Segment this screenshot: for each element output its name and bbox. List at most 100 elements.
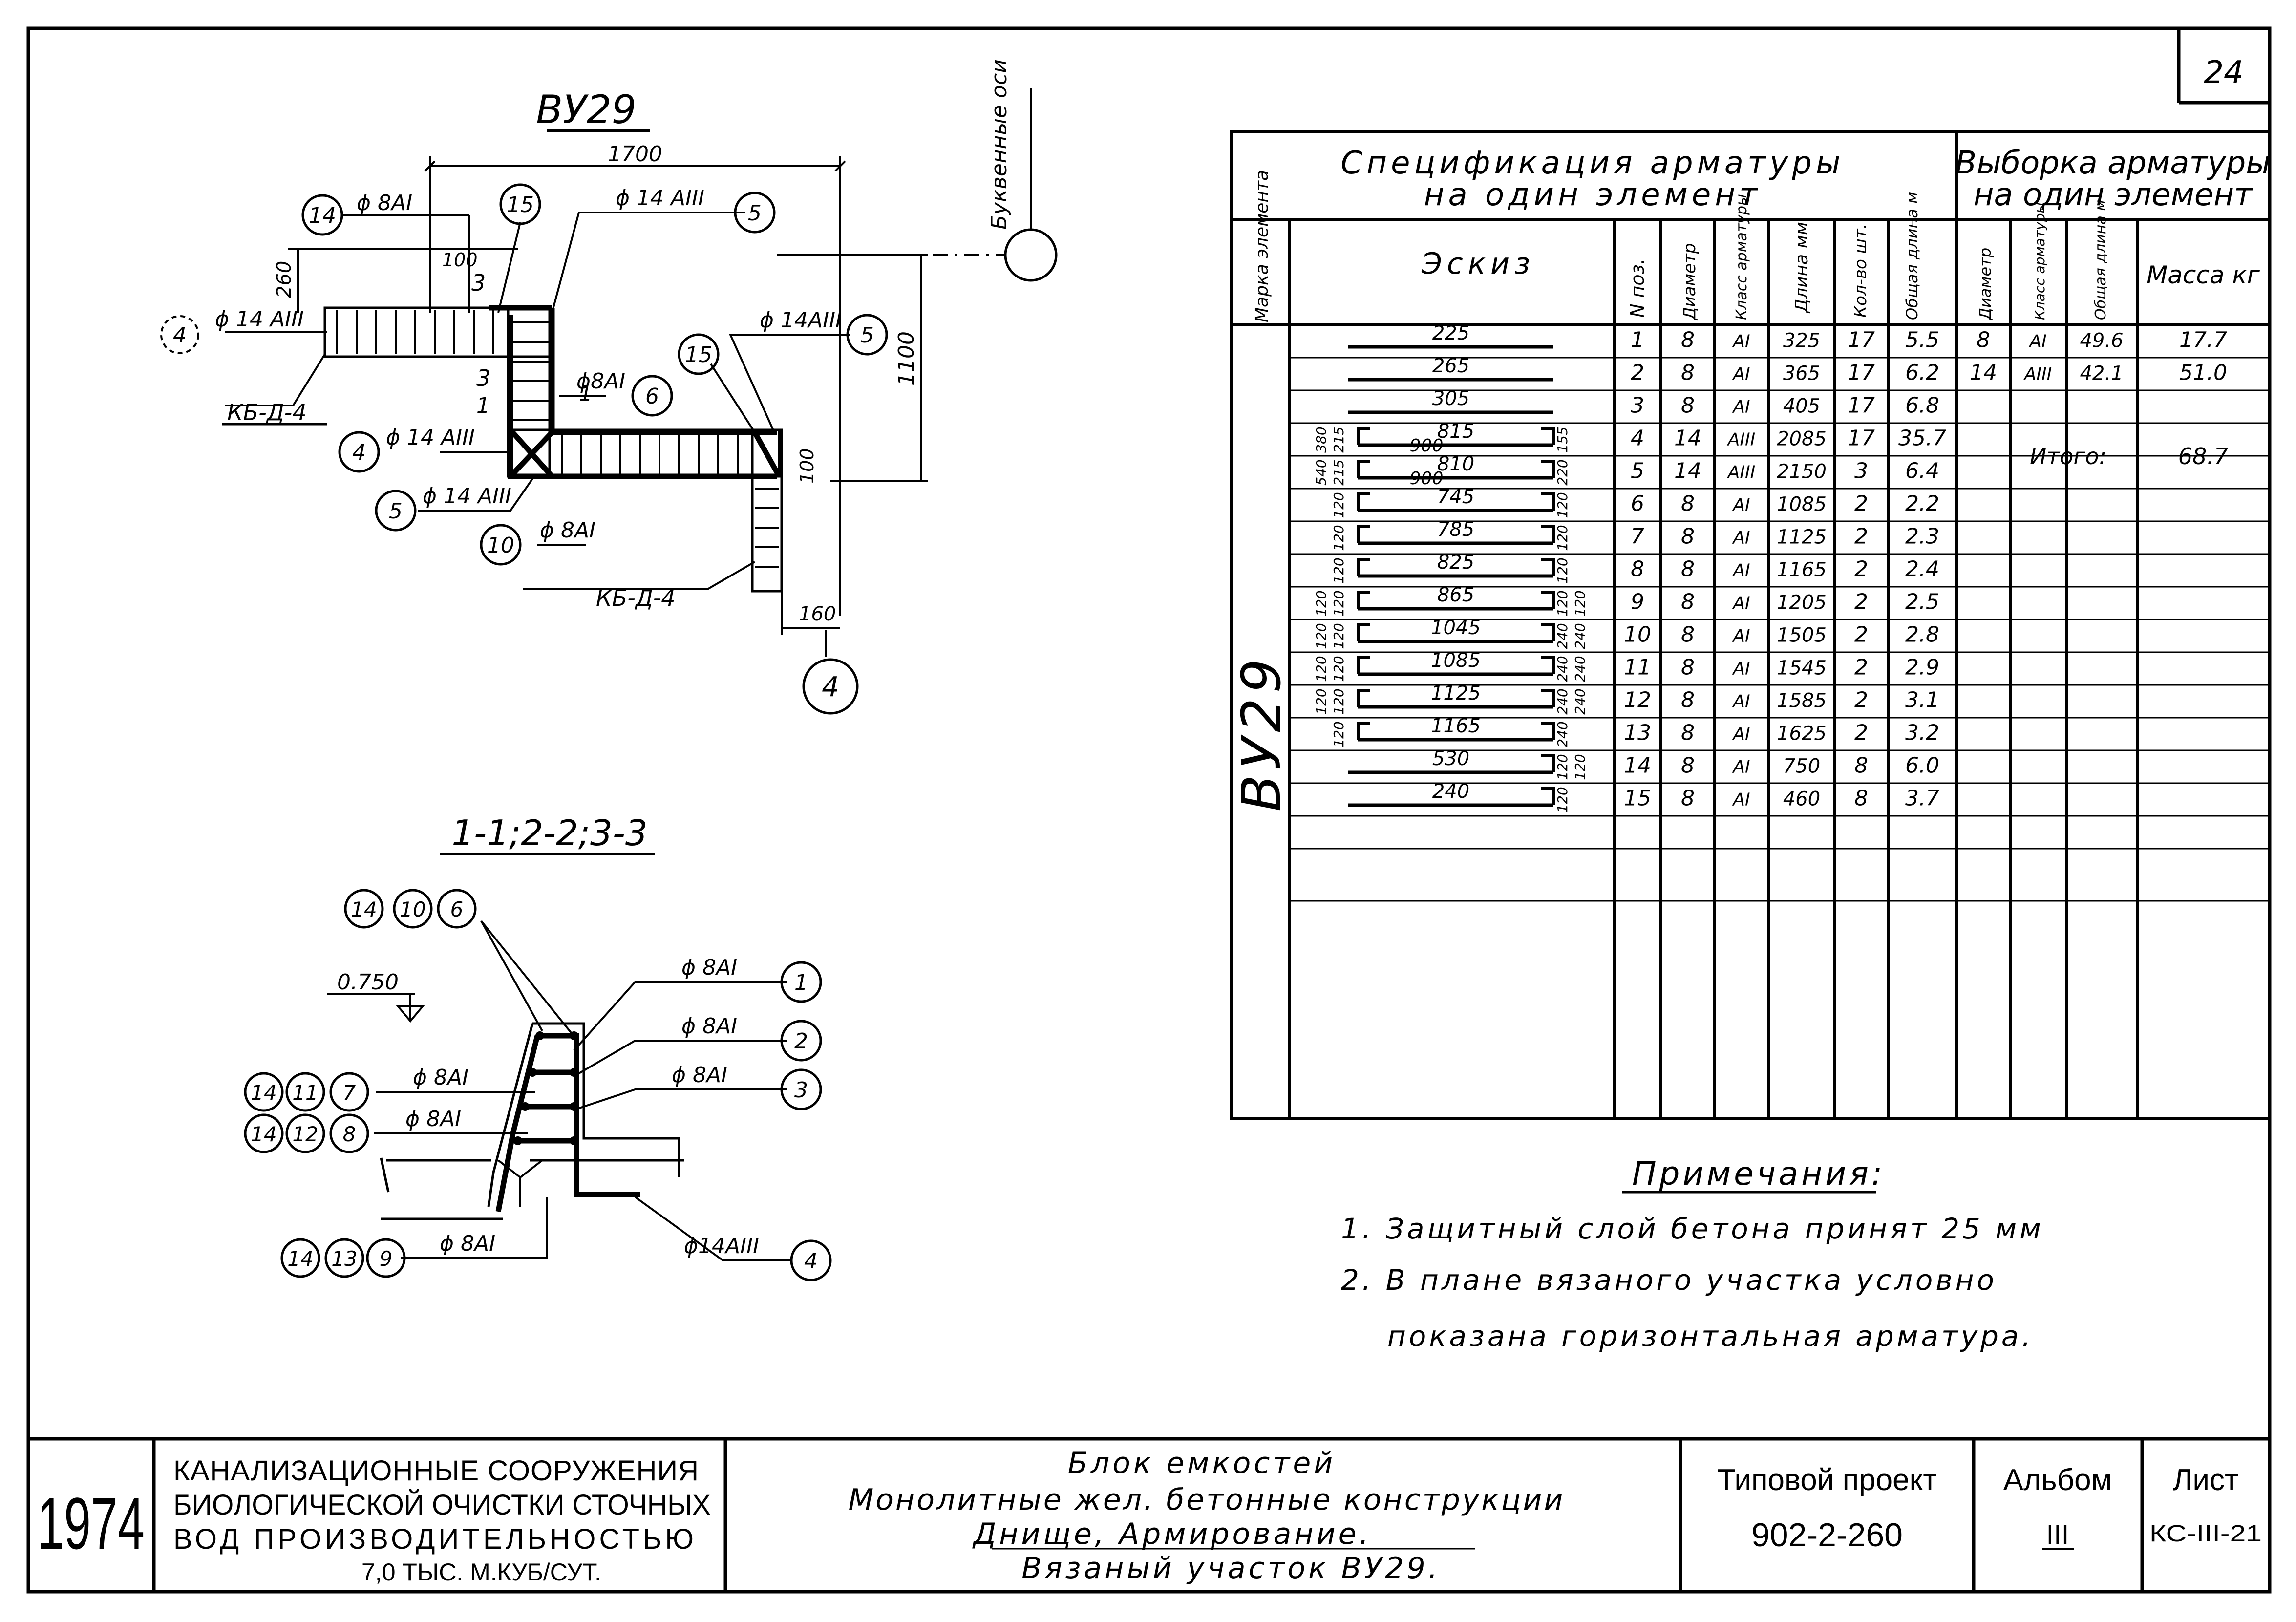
cell-cls: AI — [1732, 495, 1750, 515]
svg-text:10: 10 — [487, 533, 514, 558]
cell-qty: 2 — [1854, 590, 1868, 615]
spec-title-1: Спецификация арматуры — [1341, 145, 1845, 181]
spec-row: 38AI405176.8305 — [1348, 387, 1939, 418]
sketch-right: 120 — [1554, 492, 1571, 518]
svg-text:6: 6 — [645, 384, 659, 409]
sketch-right: 240 — [1572, 656, 1588, 682]
svg-text:4: 4 — [804, 1249, 818, 1274]
spec-row: 108AI150522.81045120120240240 — [1313, 617, 1939, 649]
note-3: показана горизонтальная арматура. — [1387, 1320, 2034, 1353]
callout-4-left: 4 ϕ 14 AIII — [161, 307, 304, 353]
summary-cls: AIII — [2023, 364, 2052, 384]
cell-cls: AI — [1732, 561, 1750, 581]
svg-text:ϕ 8AI: ϕ 8AI — [540, 518, 595, 543]
svg-text:4: 4 — [352, 440, 366, 465]
sketch-left: 215 — [1331, 427, 1347, 452]
tb-org-3: ВОД ПРОИЗВОДИТЕЛЬНОСТЬЮ — [173, 1523, 694, 1555]
tb-album-no: III — [2046, 1519, 2069, 1550]
plan-callouts: 14 ϕ 8AI 15 5 ϕ 14 AIII 4 ϕ 14 AIII 6 ϕ8… — [161, 185, 887, 713]
spec-row: 138AI162523.21165120240 — [1331, 715, 1939, 747]
sketch-right: 240 — [1572, 623, 1588, 649]
cell-total: 2.8 — [1905, 622, 1939, 647]
svg-text:ϕ 14 AIII: ϕ 14 AIII — [215, 307, 304, 332]
group-14-11-7: 14 11 7 ϕ 8AI — [245, 1065, 468, 1110]
note-1: 1. Защитный слой бетона принят 25 мм — [1341, 1212, 2044, 1245]
svg-text:ϕ 14 AIII: ϕ 14 AIII — [616, 186, 704, 211]
svg-text:ϕ 14AIII: ϕ 14AIII — [760, 308, 842, 333]
hdr-s-total: Общая длина м — [2092, 200, 2109, 320]
sketch-main: 305 — [1432, 387, 1469, 410]
total-label: Итого: — [2030, 443, 2106, 470]
rebar-sketch: 815900215380155 — [1313, 420, 1571, 456]
summary-diam: 8 — [1977, 328, 1990, 353]
callout-10: 10 ϕ 8AI — [481, 518, 595, 564]
callout-1: 1 ϕ 8AI — [681, 955, 821, 1002]
callout-14: 14 ϕ 8AI — [303, 191, 412, 235]
cell-diam: 8 — [1681, 590, 1695, 615]
summary-rows: 8AI49.617.714AIII42.151.0 — [1970, 328, 2227, 385]
label-kbd4-right: КБ-Д-4 — [596, 585, 676, 611]
cell-len: 1085 — [1777, 493, 1827, 516]
cell-total: 3.7 — [1905, 786, 1939, 811]
spec-row: 148AI75086.0530120120 — [1348, 747, 1939, 780]
cell-cls: AI — [1732, 626, 1750, 646]
summary-diam: 14 — [1970, 361, 1997, 385]
sketch-left: 120 — [1313, 688, 1329, 714]
sketch-left: 120 — [1313, 623, 1329, 649]
dim-100b: 100 — [796, 448, 818, 484]
tb-desc-2: Монолитные жел. бетонные конструкции — [849, 1483, 1565, 1517]
cell-diam: 8 — [1681, 622, 1695, 647]
cell-pos: 9 — [1631, 590, 1644, 615]
cell-pos: 15 — [1624, 786, 1651, 811]
rebar-sketch: 1165120240 — [1331, 715, 1571, 747]
callout-5-top: 5 ϕ 14 AIII — [616, 186, 774, 232]
cell-len: 1205 — [1777, 592, 1827, 614]
rebar-sketch: 305 — [1348, 387, 1553, 412]
sketch-main: 1045 — [1431, 617, 1481, 639]
sketch-main: 825 — [1437, 551, 1474, 574]
svg-text:4: 4 — [822, 671, 839, 703]
cell-pos: 10 — [1624, 622, 1651, 647]
cell-pos: 14 — [1624, 753, 1651, 778]
spec-row: 18AI325175.5225 — [1348, 322, 1939, 353]
hdr-s-mass: Масса кг — [2147, 261, 2260, 289]
cell-qty: 3 — [1854, 459, 1868, 484]
cell-diam: 8 — [1681, 524, 1695, 549]
cell-qty: 2 — [1854, 557, 1868, 582]
cell-total: 6.2 — [1905, 361, 1939, 385]
rebar-sketch: 1085120120240240 — [1313, 649, 1588, 682]
cell-pos: 11 — [1624, 655, 1651, 680]
hdr-qty: Кол-во шт. — [1851, 224, 1871, 318]
svg-text:14: 14 — [251, 1122, 276, 1146]
cell-cls: AIII — [1727, 463, 1755, 483]
sketch-left: 120 — [1331, 721, 1347, 747]
callout-5-right: 5 ϕ 14AIII — [760, 308, 887, 354]
cell-len: 1165 — [1777, 559, 1827, 581]
sketch-left: 120 — [1331, 492, 1347, 518]
cell-cls: AI — [1732, 659, 1750, 679]
svg-text:14: 14 — [351, 897, 377, 921]
summary-mass: 51.0 — [2179, 361, 2227, 385]
summary-mass: 17.7 — [2179, 328, 2227, 353]
tb-org-2: БИОЛОГИЧЕСКОЙ ОЧИСТКИ СТОЧНЫХ — [173, 1489, 711, 1521]
plan-title: ВУ29 — [536, 87, 636, 132]
tb-desc-3: Днище, Армирование. — [972, 1517, 1371, 1551]
spec-row: 414AIII20851735.7815900215380155 — [1313, 420, 1946, 456]
cell-cls: AI — [1732, 528, 1750, 548]
rebar-sketch: 1125120120240240 — [1313, 682, 1588, 715]
sketch-main: 240 — [1432, 780, 1469, 803]
callout-3: 3 ϕ 8AI — [672, 1063, 821, 1109]
cell-diam: 8 — [1681, 328, 1695, 353]
svg-text:14: 14 — [251, 1081, 276, 1105]
cell-pos: 13 — [1624, 721, 1651, 746]
cell-qty: 17 — [1848, 393, 1875, 418]
sketch-left: 540 — [1313, 459, 1329, 485]
cell-pos: 5 — [1631, 459, 1644, 484]
summary-cls: AI — [2028, 332, 2046, 352]
svg-text:ϕ 14 AIII: ϕ 14 AIII — [386, 425, 475, 450]
cell-diam: 8 — [1681, 721, 1695, 746]
rebar-sketch: 810900215540220 — [1313, 453, 1571, 489]
cell-cls: AI — [1732, 332, 1750, 352]
svg-text:ϕ 8AI: ϕ 8AI — [405, 1107, 461, 1131]
cell-qty: 8 — [1854, 753, 1868, 778]
